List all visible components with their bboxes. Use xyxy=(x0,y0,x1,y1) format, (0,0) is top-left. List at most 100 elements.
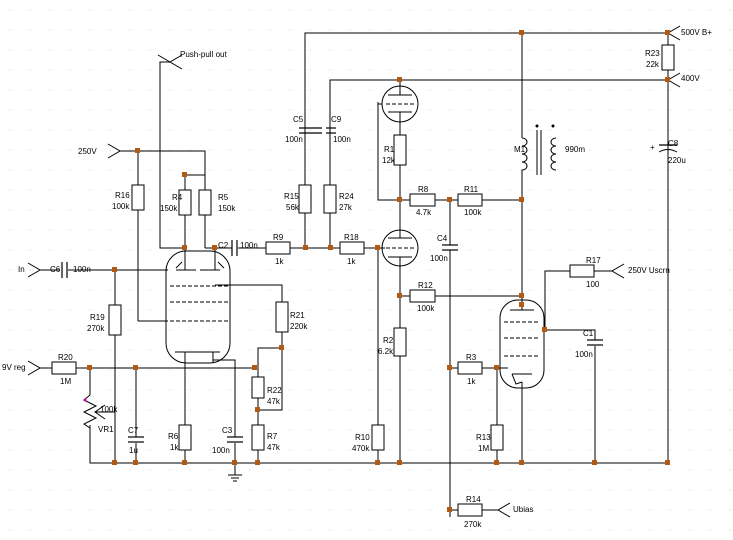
label-r19-value: 270k xyxy=(87,324,105,333)
resistor-r6 xyxy=(178,424,192,451)
resistor-r17 xyxy=(569,264,595,278)
label-r12-ref: R12 xyxy=(418,281,433,290)
label-c3-value: 100n xyxy=(212,446,230,455)
port-9v-reg: 9V reg xyxy=(2,360,41,376)
label-r22-ref: R22 xyxy=(267,386,282,395)
dual-triode-tube xyxy=(165,250,231,364)
label-r10-value: 470k xyxy=(352,444,370,453)
resistor-r1 xyxy=(393,134,407,166)
resistor-r3 xyxy=(457,361,483,375)
port-250v-uscrn: 250V Uscrn xyxy=(611,263,670,279)
label-r9-ref: R9 xyxy=(273,233,284,242)
label-r5-ref: R5 xyxy=(218,193,229,202)
port-label-push-pull-out: Push-pull out xyxy=(180,50,227,59)
label-r20-ref: R20 xyxy=(58,353,73,362)
label-c2-value: 100n xyxy=(240,241,258,250)
label-c3-ref: C3 xyxy=(222,426,233,435)
label-r18-value: 1k xyxy=(347,257,356,266)
transformer-m1 xyxy=(521,124,557,175)
label-r20-value: 1M xyxy=(60,377,71,386)
label-r23-ref: R23 xyxy=(645,49,660,58)
label-c9-ref: C9 xyxy=(331,115,342,124)
capacitor-c5-c9 xyxy=(299,127,336,135)
resistor-r7 xyxy=(251,424,265,451)
capacitor-c1 xyxy=(587,339,603,346)
label-r14-value: 270k xyxy=(464,520,482,529)
polarity-mark-icon xyxy=(83,398,87,402)
label-c4-value: 100n xyxy=(430,254,448,263)
label-r3-ref: R3 xyxy=(466,353,477,362)
label-c5-ref: C5 xyxy=(293,115,304,124)
resistor-r18 xyxy=(339,241,365,255)
resistor-r16 xyxy=(131,184,145,211)
output-pentode-tube xyxy=(499,299,545,389)
label-r24-value: 27k xyxy=(339,203,353,212)
label-r7-ref: R7 xyxy=(267,432,278,441)
label-c1-value: 100n xyxy=(575,350,593,359)
label-r21-value: 220k xyxy=(290,322,308,331)
label-c2-ref: C2 xyxy=(218,241,229,250)
polarity-plus-icon: + xyxy=(650,143,655,152)
port-label-400v: 400V xyxy=(681,74,700,83)
capacitor-c6 xyxy=(61,262,68,278)
label-c4-ref: C4 xyxy=(437,234,448,243)
label-r4-ref: R4 xyxy=(172,193,183,202)
port-label-500v: 500V B+ xyxy=(681,28,712,37)
resistor-r11 xyxy=(457,193,483,207)
resistor-r20 xyxy=(51,361,77,375)
port-label-9v-reg: 9V reg xyxy=(2,363,26,372)
label-r5-value: 150k xyxy=(218,204,236,213)
resistor-r12 xyxy=(409,289,436,303)
label-c7-value: 1u xyxy=(129,446,138,455)
label-c1-ref: C1 xyxy=(583,329,594,338)
capacitor-c8: + xyxy=(650,143,678,153)
label-r14-ref: R14 xyxy=(466,495,481,504)
port-label-250v-uscrn: 250V Uscrn xyxy=(628,266,670,275)
label-r8-ref: R8 xyxy=(418,185,429,194)
label-r13-value: 1M xyxy=(478,444,489,453)
resistor-r4 xyxy=(178,189,192,216)
ground-icon xyxy=(228,474,242,482)
label-r6-value: 1k xyxy=(170,443,179,452)
label-m1-value: 990m xyxy=(565,145,585,154)
label-r17-value: 100 xyxy=(586,280,600,289)
label-r6-ref: R6 xyxy=(168,432,179,441)
resistor-r22 xyxy=(251,376,265,399)
label-r22-value: 47k xyxy=(267,397,281,406)
label-r19-ref: R19 xyxy=(90,313,105,322)
label-r7-value: 47k xyxy=(267,443,281,452)
label-r1-value: 12k xyxy=(382,156,396,165)
label-c9-value: 100n xyxy=(333,135,351,144)
resistor-r19 xyxy=(108,304,122,336)
label-r11-ref: R11 xyxy=(464,185,479,194)
port-ubias: Ubias xyxy=(497,502,533,518)
capacitor-c7 xyxy=(128,436,144,443)
port-label-ubias: Ubias xyxy=(513,505,533,514)
label-r12-value: 100k xyxy=(417,304,435,313)
port-label-in: In xyxy=(18,265,25,274)
label-r21-ref: R21 xyxy=(290,311,305,320)
resistor-r13 xyxy=(490,424,504,451)
resistor-r8 xyxy=(409,193,436,207)
label-r11-value: 100k xyxy=(464,208,482,217)
label-r16-value: 100k xyxy=(112,202,130,211)
label-r15-ref: R15 xyxy=(284,192,299,201)
resistor-r14 xyxy=(457,503,483,517)
label-r9-value: 1k xyxy=(275,257,284,266)
port-push-pull-out: Push-pull out xyxy=(157,50,227,70)
resistor-r9 xyxy=(265,241,291,255)
upper-triode-tube xyxy=(378,85,419,130)
label-vr1-ref: VR1 xyxy=(98,425,114,434)
resistor-r2 xyxy=(393,327,407,357)
resistor-r24 xyxy=(323,184,337,214)
label-r2-value: 6.2k xyxy=(378,347,394,356)
label-c8-ref: C8 xyxy=(668,139,679,148)
label-r3-value: 1k xyxy=(467,377,476,386)
capacitor-c4 xyxy=(442,244,458,260)
label-r15-value: 56k xyxy=(286,203,300,212)
lower-triode-tube xyxy=(381,228,419,268)
label-r17-ref: R17 xyxy=(586,256,601,265)
label-r23-value: 22k xyxy=(646,60,660,69)
junction-dots xyxy=(87,30,670,512)
label-r13-ref: R13 xyxy=(476,433,491,442)
